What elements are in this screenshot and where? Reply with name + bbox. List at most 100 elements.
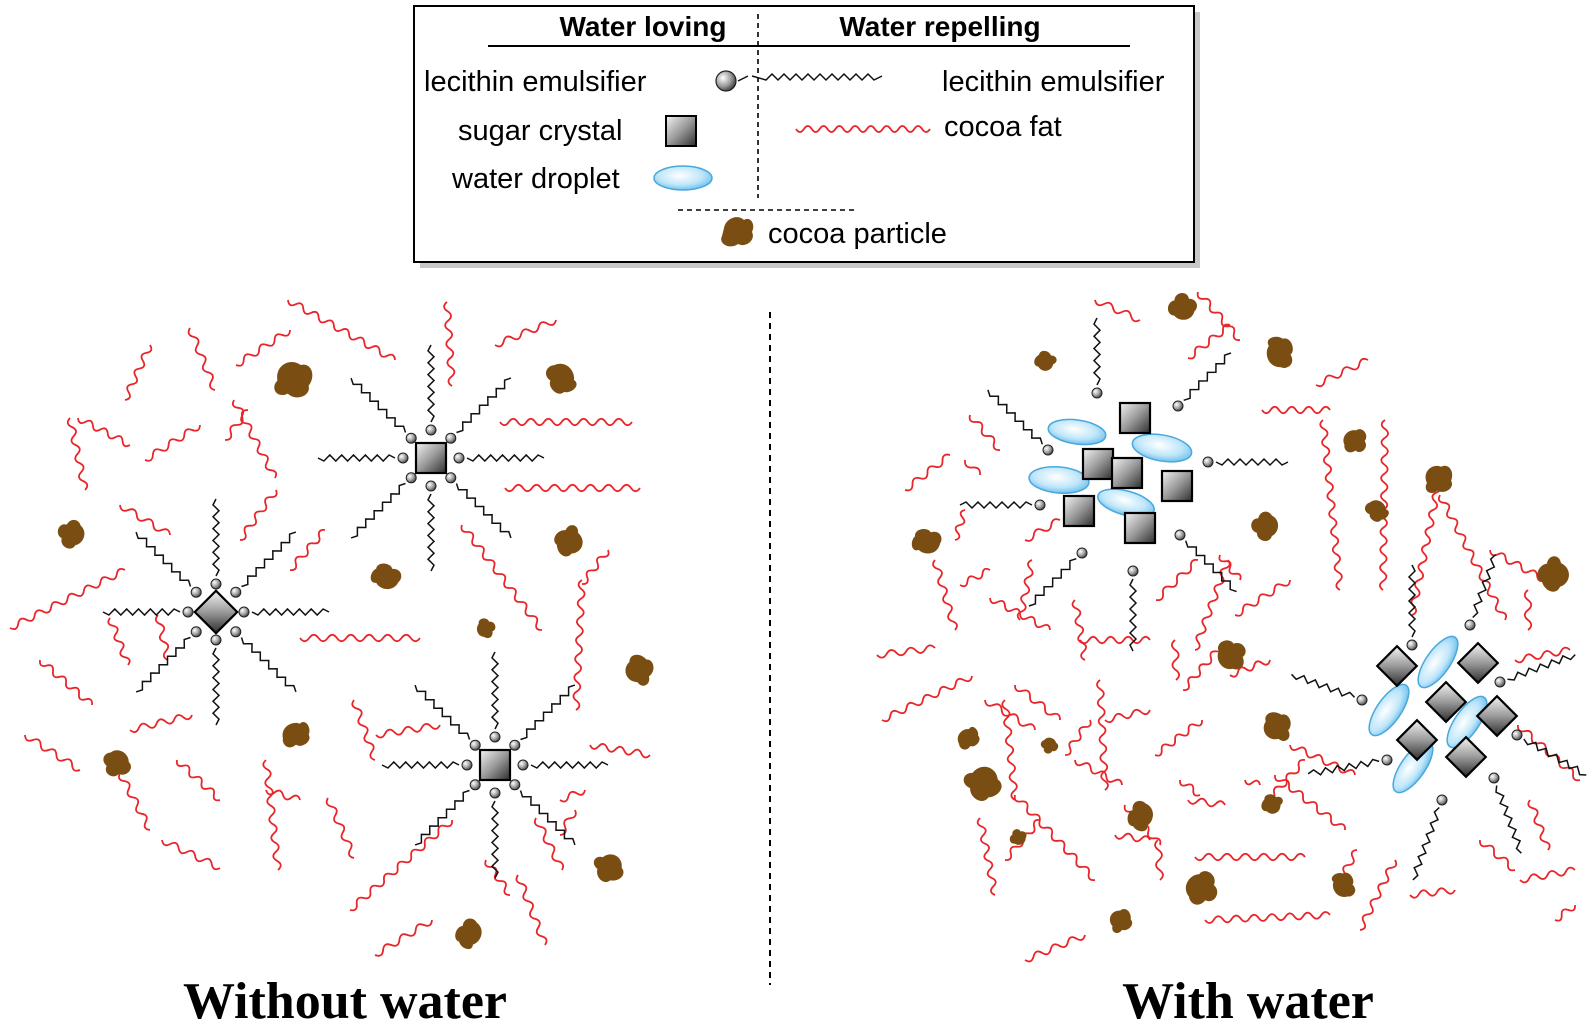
cocoa-fat-chain — [262, 759, 282, 871]
sugar-crystal — [1123, 511, 1157, 545]
cocoa-particle — [625, 654, 654, 686]
sugar-crystal — [1456, 641, 1500, 685]
emulsifier-head — [1464, 619, 1476, 631]
cocoa-fat-chain — [984, 699, 1036, 731]
cocoa-fat-chain — [1378, 419, 1389, 591]
cocoa-fat-chain — [77, 417, 131, 448]
emulsifier-tail — [490, 651, 500, 730]
emulsifier-tail — [456, 377, 512, 434]
emulsifier-head — [405, 472, 417, 484]
cocoa-fat-chain — [559, 789, 586, 803]
emulsifier-tail — [317, 453, 396, 463]
cocoa-fat-chain — [1187, 797, 1226, 808]
cocoa-fat-chain — [1527, 799, 1551, 851]
legend-cocoa-fat-icon — [795, 125, 931, 133]
cocoa-fat-chain — [1074, 759, 1123, 786]
legend-fat-label: cocoa fat — [944, 111, 1062, 143]
emulsifier-head — [1127, 565, 1139, 577]
emulsifier-tail — [1184, 540, 1237, 593]
cocoa-particle — [1040, 737, 1059, 754]
emulsifier-tail — [1307, 758, 1380, 776]
water-bridged-cluster — [959, 317, 1289, 652]
cocoa-fat-chain — [325, 797, 355, 859]
emulsifier-head — [190, 586, 202, 598]
cocoa-particle — [1343, 429, 1367, 453]
cocoa-fat-chain — [989, 597, 1051, 631]
cocoa-fat-chain — [299, 633, 421, 643]
cocoa-fat-chain — [144, 424, 201, 462]
cocoa-fat-chain — [1094, 299, 1141, 323]
emulsifier-tail — [414, 684, 471, 740]
emulsifier-tail — [1028, 557, 1077, 607]
cocoa-fat-chain — [224, 409, 249, 441]
cocoa-fat-chain — [231, 399, 278, 479]
sugar-crystal — [1160, 469, 1194, 503]
emulsifier-head — [445, 432, 457, 444]
cocoa-fat-chain — [9, 567, 126, 631]
legend-heading-water-loving: Water loving — [560, 11, 727, 42]
cocoa-fat-chain — [976, 817, 997, 896]
emulsifier-head — [461, 759, 473, 771]
emulsifier-tail — [211, 647, 221, 726]
emulsifier-tail — [414, 789, 470, 846]
cocoa-fat-chain — [1194, 852, 1306, 862]
cocoa-fat-chain — [187, 327, 216, 391]
emulsifier-head — [445, 472, 457, 484]
emulsifier-head — [1436, 794, 1448, 806]
cocoa-particle — [1266, 336, 1293, 368]
emulsifier-head — [425, 480, 437, 492]
emulsifier-head — [1042, 444, 1054, 456]
emulsifier-head — [1202, 456, 1214, 468]
emulsifier-head — [210, 634, 222, 646]
cocoa-particle — [554, 525, 583, 557]
cocoa-fat-chain — [1234, 579, 1291, 617]
legend-box — [413, 5, 1195, 263]
cocoa-particle — [1331, 872, 1356, 897]
cocoa-particle — [1185, 871, 1218, 905]
cocoa-particle — [1365, 500, 1389, 522]
cocoa-fat-chain — [559, 809, 577, 836]
cocoa-fat-chain — [1519, 866, 1576, 884]
emulsifier-tail — [1128, 578, 1138, 652]
cocoa-fat-chain — [349, 819, 453, 912]
cocoa-fat-chain — [484, 859, 511, 896]
emulsifier-tail — [241, 531, 297, 588]
emulsifier-tail — [490, 800, 500, 879]
emulsifier-tail — [240, 637, 297, 693]
cocoa-fat-chain — [1359, 859, 1398, 931]
emulsifier-clusters — [102, 317, 1587, 881]
cocoa-fat-chain — [1155, 558, 1199, 602]
emulsifier-tail — [530, 760, 609, 770]
cocoa-particle — [274, 361, 313, 398]
emulsifier-head — [1091, 387, 1103, 399]
cocoa-fat-chain — [175, 759, 221, 802]
cocoa-fat-chain — [1179, 779, 1201, 797]
cocoa-particle — [370, 563, 402, 590]
sugar-crystal — [1424, 680, 1468, 724]
cocoa-fat-chain — [119, 504, 171, 536]
water-droplet — [1047, 418, 1107, 446]
cocoa-fat-chain — [107, 617, 131, 666]
cocoa-fat-chain — [375, 723, 441, 739]
sugar-crystal — [1118, 401, 1152, 435]
emulsifier-tail — [135, 531, 192, 587]
legend-particle-label: cocoa particle — [768, 218, 947, 250]
cocoa-particles — [57, 293, 1569, 950]
cocoa-particle — [963, 766, 1002, 801]
sugar-crystal — [193, 589, 239, 635]
cocoa-particle — [1109, 908, 1133, 934]
cocoa-fat-chain — [499, 417, 633, 427]
water-droplet — [1097, 488, 1155, 518]
cocoa-fat-chain — [1261, 405, 1331, 415]
cocoa-fat-chain — [1289, 744, 1356, 776]
emulsifier-head — [489, 731, 501, 743]
cocoa-fat-chain — [1554, 904, 1576, 922]
cocoa-fat-chain — [1244, 779, 1261, 786]
cocoa-fat-chain — [129, 714, 193, 733]
sugar-crystal — [1375, 644, 1419, 688]
emulsifier-tail — [959, 500, 1033, 510]
cocoa-fat-chain — [1171, 639, 1180, 681]
legend-emulsifier-right-label: lecithin emulsifier — [942, 66, 1165, 98]
emulsifier-tail — [135, 636, 191, 693]
